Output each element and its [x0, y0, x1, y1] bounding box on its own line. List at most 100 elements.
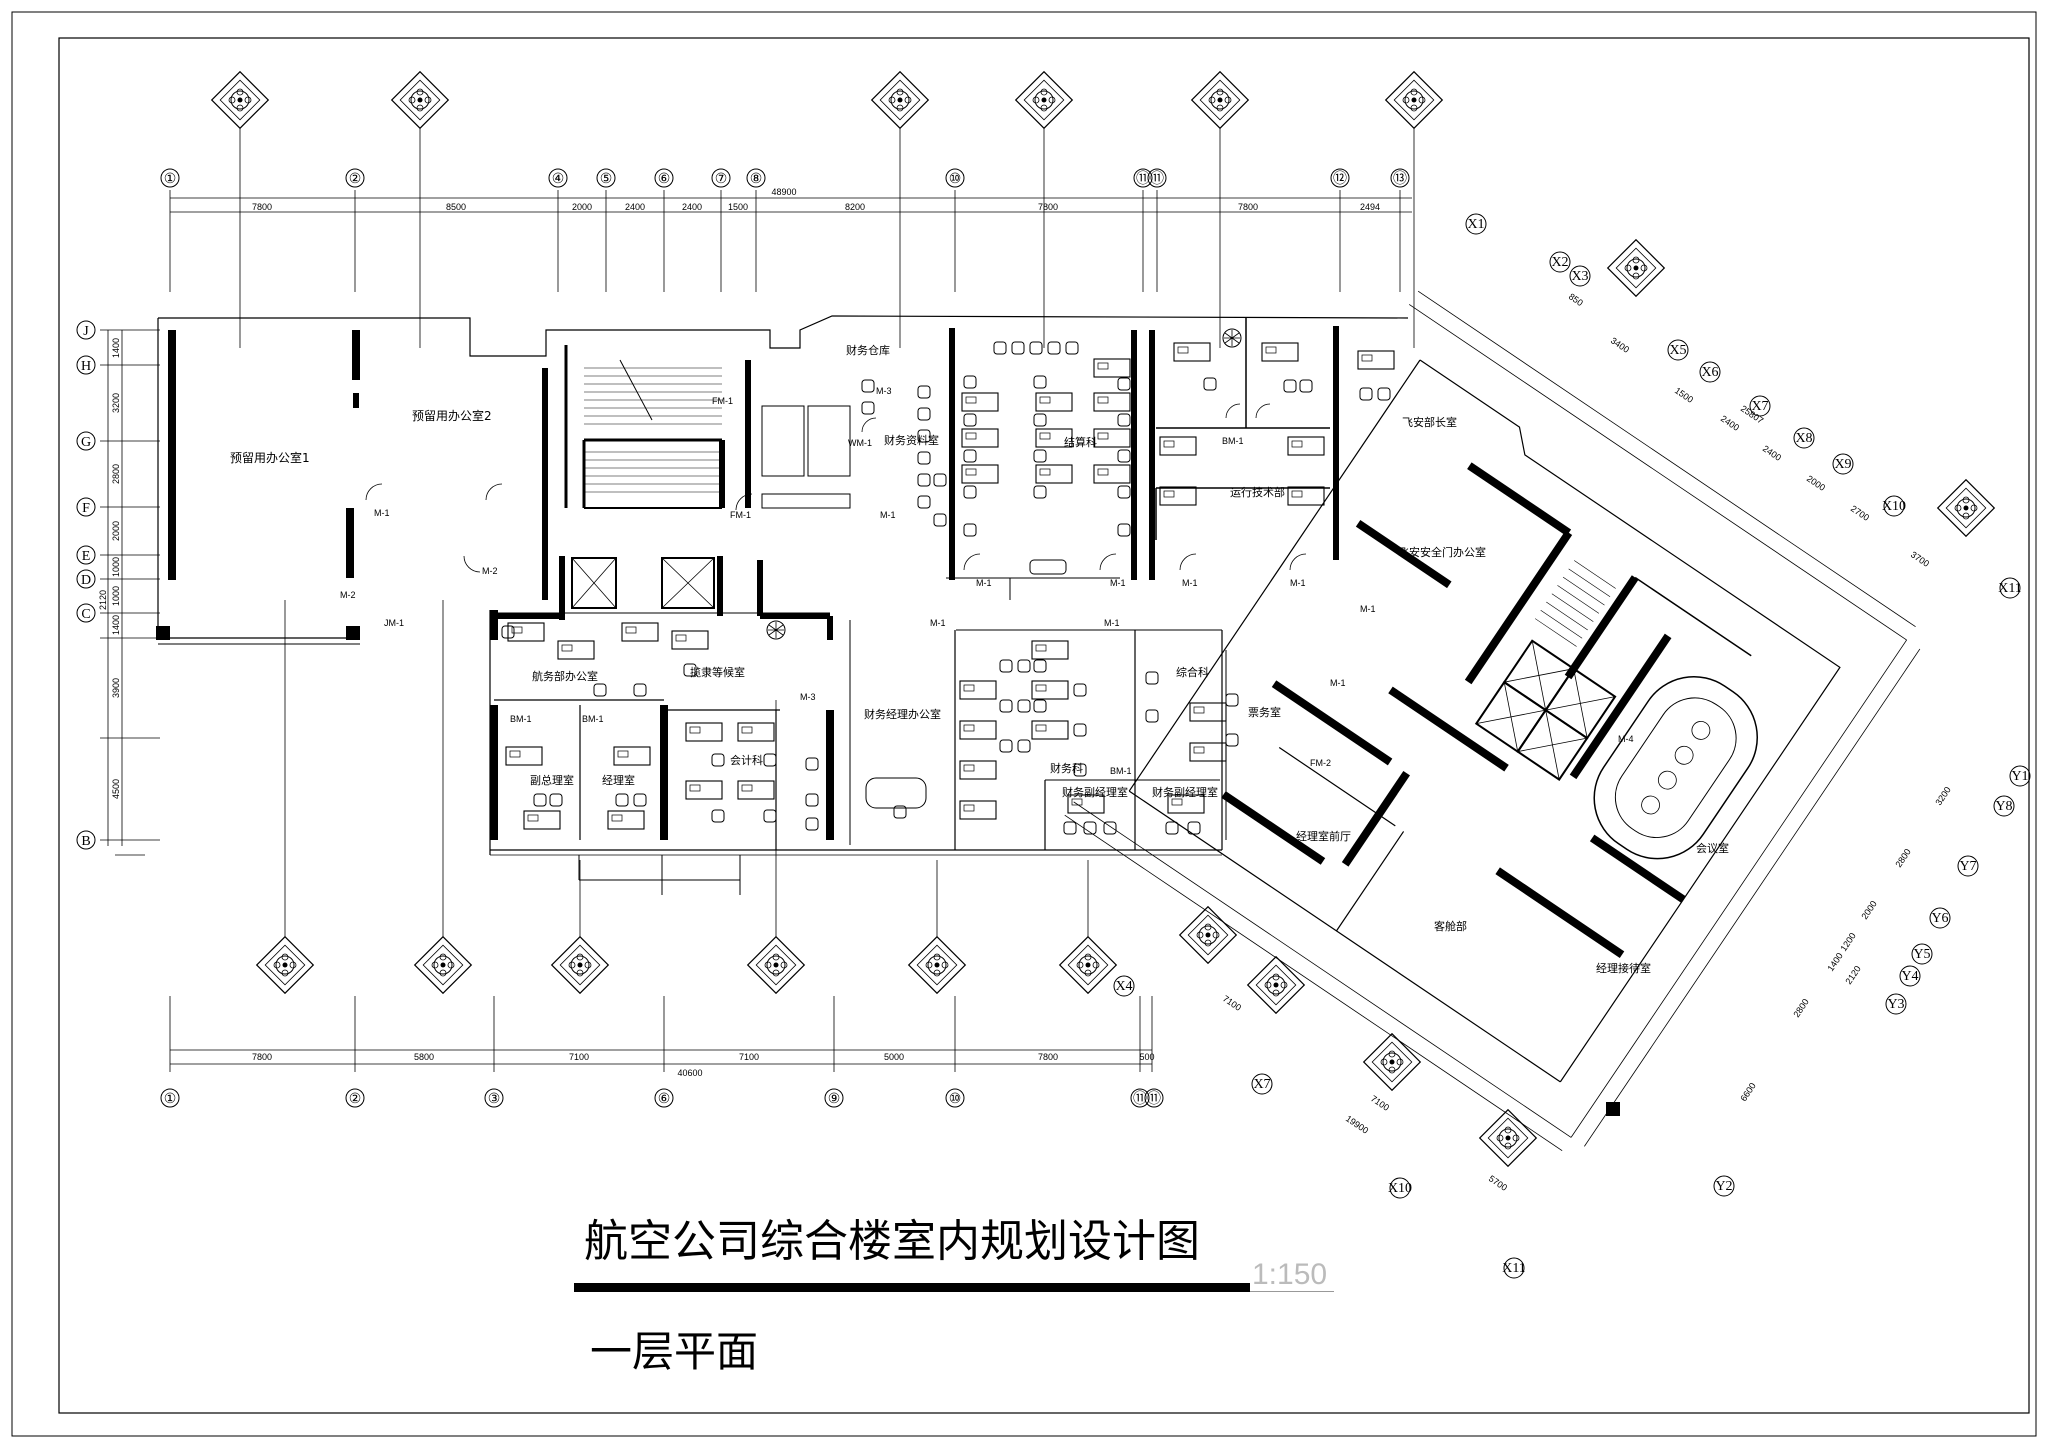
title-underline-thin: [1250, 1291, 1334, 1292]
dimension-value: 2800: [1893, 847, 1912, 869]
door-label: FM-1: [712, 396, 733, 406]
dimension-value: 3900: [111, 678, 121, 698]
axis-label: ②: [349, 1092, 362, 1107]
drawing-scale: 1:150: [1252, 1258, 1328, 1291]
axis-label: Y7: [1959, 859, 1976, 874]
door-label: M-3: [876, 386, 892, 396]
title-underline: [574, 1283, 1250, 1292]
room-label: 航务部办公室: [532, 669, 598, 683]
dimension-value: 7100: [569, 1052, 589, 1062]
dimension-value: 1400: [111, 615, 121, 635]
door-label: FM-2: [1310, 758, 1331, 768]
axis-label: ⑪: [1136, 171, 1150, 187]
door-label: M-1: [374, 508, 390, 518]
axis-label: Y8: [1995, 799, 2012, 814]
room-label: 财务科: [1050, 761, 1083, 775]
door-label: M-3: [800, 692, 816, 702]
axis-label: X4: [1115, 979, 1132, 994]
room-label: 综合科: [1176, 665, 1209, 679]
column-symbol-icon: [1363, 1033, 1421, 1091]
top-dimension-values: 7800 8500 2000 2400 2400 1500 8200 7800 …: [252, 187, 1380, 212]
axis-label: ⑩: [949, 1092, 962, 1107]
column-symbol-icon: [1479, 1109, 1537, 1167]
dimension-value: 3200: [1933, 785, 1952, 807]
door-label: M-1: [1104, 618, 1120, 628]
dimension-value: 2400: [1761, 443, 1783, 462]
axis-label: ⑪: [1150, 171, 1164, 187]
dimension-value: 1400: [111, 338, 121, 358]
axis-label: ⑨: [828, 1092, 841, 1107]
dimension-value: 7100: [1221, 993, 1243, 1012]
dimension-value: 1500: [728, 202, 748, 212]
column-symbol-icon: [256, 936, 314, 994]
room-label: 票务室: [1248, 705, 1281, 719]
dimension-value: 2000: [1859, 899, 1878, 921]
walls-east-wing: [1064, 290, 1921, 1152]
drawing-title: 航空公司综合楼室内规划设计图: [584, 1216, 1200, 1267]
dimension-value: 2000: [111, 521, 121, 541]
room-label: 经理接待室: [1596, 961, 1651, 975]
room-label: 会计科: [730, 753, 763, 767]
column-symbol-icon: [391, 71, 449, 129]
dimension-value: 1000: [111, 586, 121, 606]
dimension-value: 7800: [1038, 202, 1058, 212]
axis-label: ⑫: [1333, 171, 1347, 187]
column-symbol-icon: [1607, 239, 1665, 297]
dimension-value: 3200: [111, 393, 121, 413]
sheet-border-outer: [11, 11, 2037, 1437]
door-label: M-1: [1182, 578, 1198, 588]
axis-label: Y3: [1887, 997, 1904, 1012]
bottom-axis-bubbles: ① ② ③ ⑥ ⑨ ⑩ ⑪ ⑪: [160, 1088, 1164, 1108]
axis-label: X11: [1998, 581, 2022, 596]
diag-axis-bubbles: X1 X2 X3 X5 X6 X7 X8 X9 X10 X11 Y1 Y8 Y7…: [1113, 213, 2031, 1279]
dimension-value: 2800: [111, 464, 121, 484]
room-label: 会议室: [1696, 841, 1729, 855]
top-column-symbols: [211, 71, 1443, 348]
door-label: BM-1: [1110, 766, 1132, 776]
axis-label: X10: [1882, 499, 1906, 514]
dimension-value: 2700: [1849, 503, 1871, 522]
dimension-value: 6600: [1738, 1081, 1757, 1103]
dimension-value: 2000: [572, 202, 592, 212]
axis-label: X1: [1467, 217, 1484, 232]
room-label: 财务经理办公室: [864, 707, 941, 721]
axis-label: ⑬: [1393, 171, 1407, 187]
column-symbol-icon: [1015, 71, 1073, 129]
room-label: 运行技术部: [1230, 485, 1285, 499]
axis-label: Y1: [2011, 769, 2028, 784]
room-label: 财务副经理室: [1062, 785, 1128, 799]
axis-label: J: [83, 324, 89, 339]
dimension-value: 1000: [111, 557, 121, 577]
top-axis-labels: ① ② ④ ⑤ ⑥ ⑦ ⑧ ⑩ ⑪ ⑪ ⑫ ⑬: [164, 171, 1407, 187]
dimension-value: 7100: [1369, 1093, 1391, 1112]
room-label: 副总理室: [530, 773, 574, 787]
axis-label: G: [81, 435, 91, 450]
dimension-value: 850: [1567, 291, 1585, 308]
dimension-total: 48900: [771, 187, 796, 197]
dimension-value: 5800: [414, 1052, 434, 1062]
room-label: 经理室前厅: [1296, 829, 1351, 843]
axis-label: X11: [1502, 1261, 1526, 1276]
axis-label: X7: [1253, 1077, 1270, 1092]
door-label: M-1: [1360, 604, 1376, 614]
axis-label: ③: [488, 1092, 501, 1107]
axis-label: ⑥: [658, 172, 671, 187]
left-dimension-lines: [100, 329, 160, 856]
axis-label: E: [82, 549, 91, 564]
door-label: M-1: [930, 618, 946, 628]
column-symbol-icon: [1937, 479, 1995, 537]
dimension-value: 7800: [1238, 202, 1258, 212]
dimension-value: 2120: [1843, 964, 1862, 986]
room-label: 财务副经理室: [1152, 785, 1218, 799]
dimension-value: 500: [1139, 1052, 1154, 1062]
axis-label: X9: [1834, 457, 1851, 472]
door-label: BM-1: [1222, 436, 1244, 446]
door-label: JM-1: [384, 618, 404, 628]
dimension-value: 2400: [1719, 413, 1741, 432]
room-label: 预留用办公室2: [412, 408, 492, 423]
door-label: M-1: [976, 578, 992, 588]
dimension-value: 2120: [98, 590, 108, 610]
axis-label: ①: [164, 172, 177, 187]
axis-label: X10: [1388, 1181, 1412, 1196]
